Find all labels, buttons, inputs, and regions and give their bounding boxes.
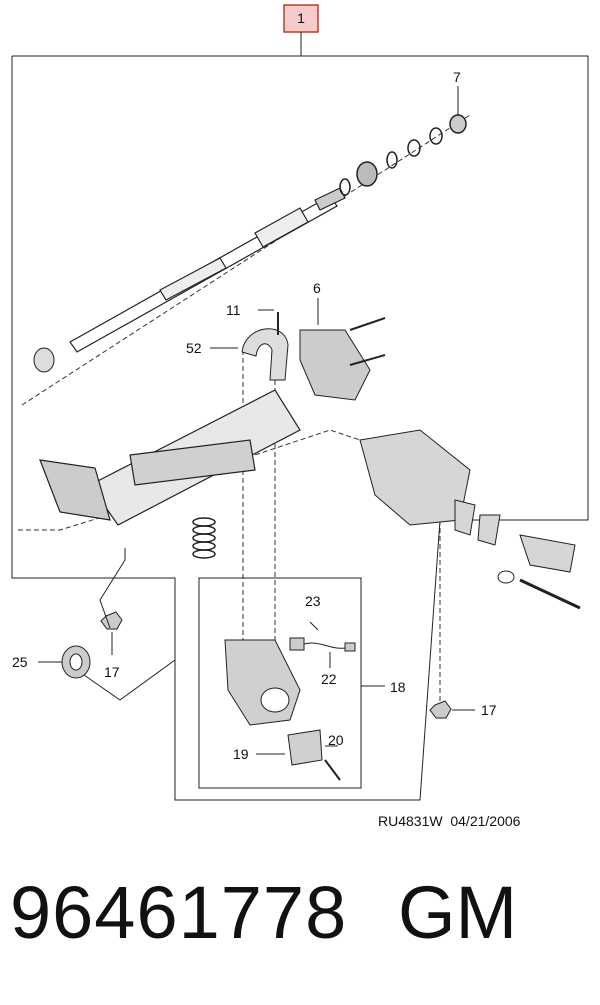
exploded-parts-diagram: 1 [11,4,589,829]
leader-lines [38,86,459,755]
callout-52: 52 [186,340,202,356]
ignition-subassembly-box [198,577,362,789]
nut-17-right [429,700,452,719]
switch-22 [289,621,356,652]
brand-name: GM [398,871,518,954]
callout-17-right: 17 [481,702,497,718]
callout-25: 25 [12,654,28,670]
assembly-boundary [11,55,589,801]
callout-19: 19 [233,746,249,762]
ignition-lock [224,639,341,781]
callout-6: 6 [313,280,321,296]
top-tag-label: 1 [297,10,305,26]
callout-11: 11 [226,302,241,318]
callout-18: 18 [390,679,406,695]
steering-shaft [69,187,346,353]
callout-20: 20 [328,732,344,748]
callout-22: 22 [321,671,337,687]
part-number: 96461778 [10,871,348,954]
callout-17-left: 17 [104,664,120,680]
shaft-rings [339,114,467,196]
callout-23: 23 [305,593,321,609]
diagram-reference: RU4831W 04/21/2006 [378,813,521,829]
column-tube [39,389,301,526]
spring [192,517,216,559]
tilt-bracket [359,429,581,610]
nut-17-left [100,611,123,630]
housing-6 [299,317,386,401]
callout-7: 7 [453,69,461,85]
clamp-bracket [241,328,289,381]
